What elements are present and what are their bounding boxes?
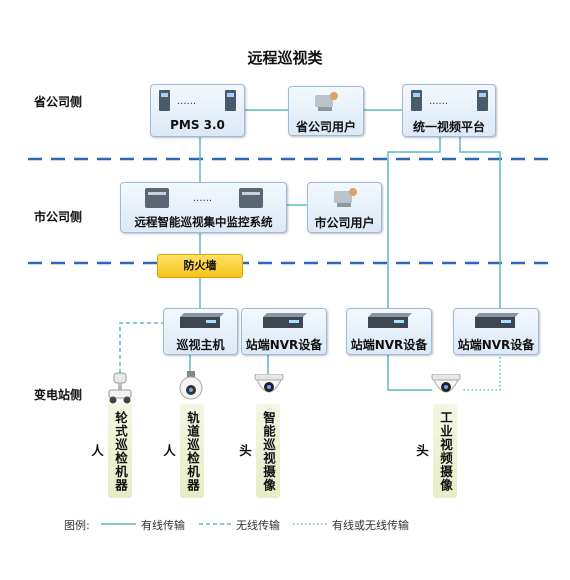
link-host-wheelbot: [119, 322, 165, 380]
nvr-box-1: 站端NVR设备: [241, 308, 327, 355]
server-rack-icon: ......: [159, 90, 236, 111]
link-platform-nvr3: [459, 135, 501, 308]
province-user-box: 省公司用户: [288, 86, 364, 136]
svg-text:......: ......: [193, 193, 212, 204]
monitor-system-box: ...... 远程智能巡视集中监控系统: [120, 182, 287, 233]
endpoint-label-track-robot: 轨道巡检机器人: [161, 404, 204, 498]
legend-title: 图例:: [64, 519, 90, 532]
nvr-box-2: 站端NVR设备: [346, 308, 432, 355]
industrial-camera-icon: [431, 374, 461, 393]
server-rack-icon: ......: [411, 90, 488, 111]
nvr-label-3: 站端NVR设备: [457, 338, 535, 352]
svg-text:......: ......: [177, 96, 196, 107]
endpoint-label-smart-camera: 智能巡视摄像头: [237, 404, 280, 498]
link-nvr3-industrial: [462, 353, 501, 391]
user-computer-icon: [315, 92, 338, 111]
server-cluster-icon: ......: [145, 188, 263, 208]
diagram-title: 远程巡视类: [247, 49, 323, 67]
side-label-substation: 变电站侧: [34, 388, 83, 402]
link-nvr2-industrial: [387, 353, 432, 391]
video-platform-label: 统一视频平台: [412, 120, 485, 134]
dome-camera-icon: [254, 374, 284, 393]
city-user-label: 市公司用户: [314, 216, 375, 230]
nvr-device-icon: [180, 313, 224, 328]
pms-box: ...... PMS 3.0: [150, 84, 245, 137]
side-label-city: 市公司侧: [34, 210, 83, 224]
user-computer-icon: [334, 188, 357, 207]
wheeled-robot-icon: [108, 372, 132, 404]
patrol-host-box: 巡视主机: [163, 308, 238, 355]
endpoint-label-wheeled-robot: 轮式巡检机器人: [89, 404, 132, 498]
svg-text:......: ......: [429, 96, 448, 107]
endpoint-label-industrial-camera: 工业视频摄像头: [414, 404, 457, 498]
nvr-device-icon: [263, 313, 307, 328]
legend-either: 有线或无线传输: [332, 519, 409, 532]
city-user-box: 市公司用户: [307, 182, 382, 233]
nvr-device-icon: [368, 313, 412, 328]
nvr-box-3: 站端NVR设备: [453, 308, 539, 355]
track-robot-camera-icon: [179, 371, 203, 400]
monitor-system-label: 远程智能巡视集中监控系统: [134, 215, 273, 229]
legend-wired: 有线传输: [141, 519, 185, 532]
legend-wireless: 无线传输: [236, 519, 280, 532]
side-label-province: 省公司侧: [34, 95, 83, 109]
firewall: 防火墙: [157, 254, 243, 278]
pms-label: PMS 3.0: [170, 118, 225, 132]
video-platform-box: ...... 统一视频平台: [402, 84, 496, 137]
nvr-label-2: 站端NVR设备: [350, 338, 428, 352]
province-user-label: 省公司用户: [295, 120, 356, 134]
link-platform-nvr2: [387, 135, 441, 308]
nvr-device-icon: [475, 313, 519, 328]
patrol-host-label: 巡视主机: [176, 338, 225, 352]
nvr-label-1: 站端NVR设备: [245, 338, 323, 352]
